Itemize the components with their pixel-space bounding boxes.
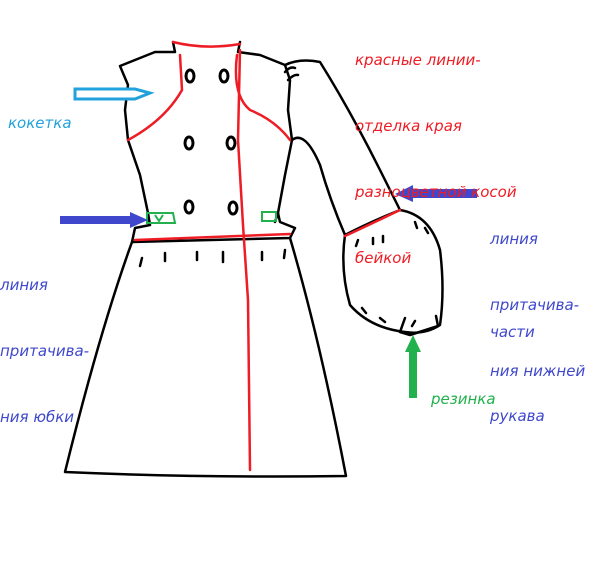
trim-yoke-right xyxy=(234,53,292,142)
cuff xyxy=(398,314,440,337)
trim-note-line: бейкой xyxy=(355,249,412,267)
trim-collar xyxy=(171,40,242,48)
button xyxy=(183,135,195,151)
skirt-outline xyxy=(63,236,348,478)
right-shoulder xyxy=(236,40,294,215)
skirt-gathers xyxy=(138,248,287,268)
trim-note: красные линии- отделка края разноцветной… xyxy=(355,5,517,291)
button xyxy=(225,135,237,151)
skirt-seam-line: ния юбки xyxy=(0,408,75,426)
button xyxy=(218,68,230,84)
button xyxy=(227,200,239,216)
sleeve-seam-arrow xyxy=(395,185,477,202)
yoke-label: кокетка xyxy=(8,114,72,132)
trim-sleeve xyxy=(343,208,402,238)
belt-loop-left xyxy=(146,212,177,224)
trim-waist xyxy=(133,232,292,242)
elastic-arrow xyxy=(405,335,421,398)
trim-center-front xyxy=(236,48,252,472)
sleeve-seam-line: части xyxy=(490,323,535,341)
skirt-seam-arrow xyxy=(60,212,148,228)
trim-note-line: отделка края xyxy=(355,117,462,135)
trim-note-line: красные линии- xyxy=(355,51,481,69)
sleeve-seam-label-cont: части рукава xyxy=(490,262,545,458)
skirt-seam-label: линия притачива- ния юбки xyxy=(0,230,89,450)
sleeve-seam-line: ния нижней xyxy=(490,362,586,380)
skirt-seam-line: притачива- xyxy=(0,342,90,360)
elastic-label: резинка xyxy=(431,390,496,408)
sleeve-gathers xyxy=(354,220,430,248)
button xyxy=(184,68,196,84)
shoulder-seam xyxy=(283,66,300,82)
sleeve-seam-line: линия xyxy=(490,230,538,248)
sleeve-seam-line: рукава xyxy=(490,407,545,425)
button xyxy=(183,199,195,215)
cuff-gathers xyxy=(360,306,417,328)
bodice-outline xyxy=(118,40,177,215)
sleeve-seam-label: линия притачива- ния нижней xyxy=(490,184,585,404)
trim-yoke-left xyxy=(126,53,184,142)
buttons xyxy=(183,68,239,216)
trim-note-line: разноцветной косой xyxy=(355,183,517,201)
yoke-arrow xyxy=(73,87,155,101)
sleeve-seam-line: притачива- xyxy=(490,296,580,314)
belt-loop-right xyxy=(261,211,277,222)
skirt-seam-line: линия xyxy=(0,276,48,294)
